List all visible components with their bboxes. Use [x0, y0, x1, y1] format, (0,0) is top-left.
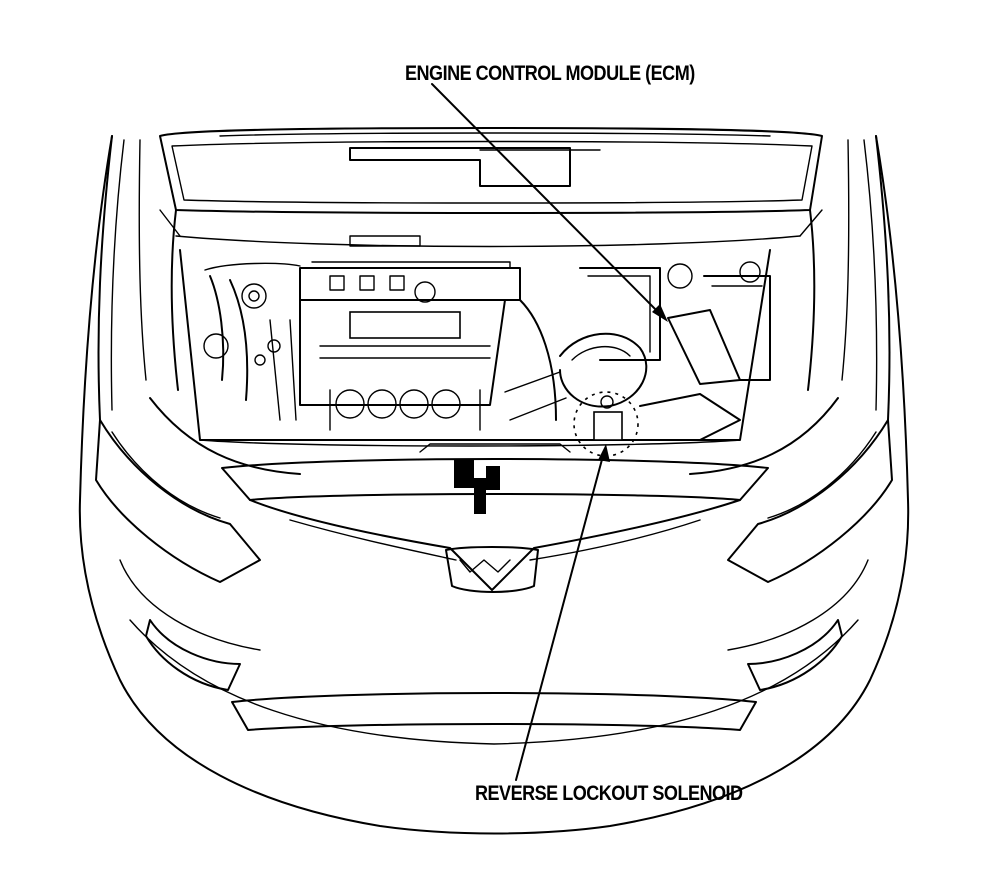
engine-compartment [149, 249, 839, 475]
reverse-lockout-solenoid-callout-label: REVERSE LOCKOUT SOLENOID [475, 782, 743, 805]
left-fog-lamp [145, 619, 241, 691]
leader-lines [431, 83, 668, 781]
car-body-outline [78, 132, 910, 835]
hood [159, 127, 823, 391]
ecm-arrowhead [652, 304, 668, 322]
headlights [95, 419, 893, 583]
right-fog-lamp [747, 619, 843, 691]
solenoid-arrowhead [598, 444, 610, 462]
lower-bumper [119, 559, 869, 745]
ecm-callout-label: ENGINE CONTROL MODULE (ECM) [405, 62, 695, 85]
emblem-badge [445, 546, 539, 593]
hood-latch [419, 443, 571, 514]
front-grille [221, 458, 769, 593]
solenoid-leader-line [515, 451, 605, 781]
ecm-leader-line [431, 83, 665, 319]
intake-and-airbox [504, 261, 771, 441]
engine-block [203, 261, 557, 431]
